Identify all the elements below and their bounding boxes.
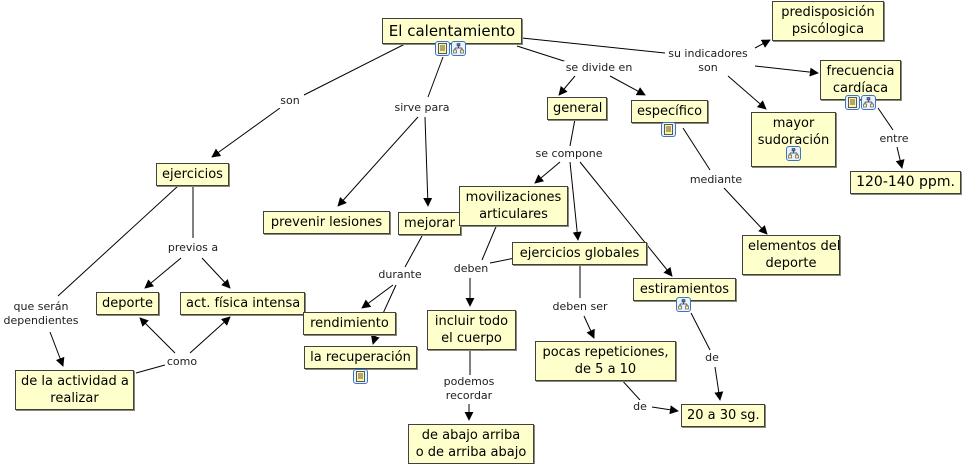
- connector: [303, 43, 406, 96]
- connector: [144, 257, 182, 289]
- connector: [558, 75, 576, 96]
- connector: [619, 377, 641, 401]
- concept-pocas-repeticiones[interactable]: pocas repeticiones, de 5 a 10: [535, 341, 676, 381]
- connector: [489, 257, 516, 264]
- connector: [49, 331, 65, 367]
- connector: [754, 39, 771, 49]
- submap-icon[interactable]: [786, 146, 801, 161]
- concept-deporte[interactable]: deporte: [96, 292, 159, 315]
- connector: [714, 366, 724, 401]
- connector: [723, 187, 768, 235]
- connector: [534, 161, 561, 184]
- root-resources: [435, 41, 466, 56]
- link-mediante[interactable]: mediante: [687, 173, 745, 187]
- concept-de-la-actividad-a-realizar[interactable]: de la actividad a realizar: [15, 370, 134, 410]
- connector: [139, 317, 176, 354]
- connector: [404, 235, 423, 268]
- link-deben[interactable]: deben: [451, 262, 491, 276]
- connector: [516, 45, 571, 64]
- connector: [690, 312, 711, 351]
- connector: [569, 118, 576, 147]
- connector: [201, 257, 231, 289]
- link-previos-a[interactable]: previos a: [165, 241, 221, 255]
- connector: [609, 75, 646, 96]
- connector: [895, 146, 905, 169]
- especifico-resources: [661, 122, 676, 137]
- concept-ejercicios-globales[interactable]: ejercicios globales: [512, 242, 647, 265]
- connector: [337, 116, 419, 207]
- submap-icon[interactable]: [861, 95, 876, 110]
- link-sirve-para[interactable]: sirve para: [392, 101, 452, 115]
- document-icon[interactable]: [845, 95, 860, 110]
- connector: [57, 185, 179, 297]
- frecuencia-resources: [845, 95, 876, 110]
- connector: [579, 161, 673, 277]
- concept-elementos-del-deporte[interactable]: elementos del deporte: [742, 235, 840, 275]
- document-icon[interactable]: [435, 41, 450, 56]
- concept-act-fisica-intensa[interactable]: act. física intensa: [180, 292, 305, 315]
- connector: [135, 364, 166, 374]
- concept-rendimiento[interactable]: rendimiento: [303, 312, 396, 335]
- connector: [569, 161, 582, 241]
- connector: [211, 107, 281, 158]
- concept-estiramientos[interactable]: estiramientos: [633, 278, 736, 301]
- link-se-divide-en[interactable]: se divide en: [563, 61, 635, 75]
- link-podemos-recordar[interactable]: podemos recordar: [441, 375, 497, 403]
- connector: [427, 56, 444, 98]
- link-entre[interactable]: entre: [877, 132, 911, 146]
- sudoracion-resources: [786, 146, 801, 161]
- connector: [521, 37, 666, 54]
- recuperacion-resources: [353, 369, 368, 384]
- link-como[interactable]: como: [164, 355, 200, 369]
- concept-20-a-30-sg[interactable]: 20 a 30 sg.: [681, 404, 765, 427]
- concept-especifico[interactable]: específico: [631, 100, 708, 123]
- link-su-indicadores-son[interactable]: su indicadores son: [666, 47, 750, 75]
- concept-120-140-ppm[interactable]: 120-140 ppm.: [850, 171, 961, 194]
- link-deben-ser[interactable]: deben ser: [550, 300, 610, 314]
- estiramientos-resources: [676, 297, 691, 312]
- connector: [754, 65, 819, 77]
- connector: [651, 405, 679, 415]
- concept-de-abajo-arriba[interactable]: de abajo arriba o de arriba abajo: [408, 424, 534, 464]
- link-durante[interactable]: durante: [376, 268, 424, 282]
- connector: [481, 221, 499, 261]
- concept-incluir-todo-el-cuerpo[interactable]: incluir todo el cuerpo: [427, 310, 516, 350]
- link-de-estiramientos[interactable]: de: [703, 351, 721, 365]
- concept-mejorar[interactable]: mejorar: [398, 212, 461, 235]
- concept-ejercicios[interactable]: ejercicios: [156, 163, 229, 186]
- concept-la-recuperacion[interactable]: la recuperación: [304, 346, 417, 369]
- link-son[interactable]: son: [278, 94, 302, 108]
- connector: [682, 127, 711, 171]
- document-icon[interactable]: [661, 122, 676, 137]
- concept-movilizaciones-articulares[interactable]: movilizaciones articulares: [459, 186, 568, 226]
- connector: [189, 316, 231, 354]
- concept-predisposicion-psicologica[interactable]: predisposición psicólogica: [772, 1, 884, 41]
- document-icon[interactable]: [353, 369, 368, 384]
- concept-general[interactable]: general: [547, 97, 607, 120]
- connector: [361, 284, 394, 309]
- concept-frecuencia-cardiaca[interactable]: frecuencia cardíaca: [820, 60, 901, 100]
- submap-icon[interactable]: [676, 297, 691, 312]
- connector: [877, 107, 894, 131]
- connector: [423, 116, 433, 207]
- connector: [727, 75, 767, 110]
- link-de-pocas[interactable]: de: [631, 400, 649, 414]
- concept-prevenir-lesiones[interactable]: prevenir lesiones: [263, 211, 390, 234]
- connector: [583, 315, 595, 339]
- link-se-compone[interactable]: se compone: [533, 147, 605, 161]
- submap-icon[interactable]: [451, 41, 466, 56]
- link-que-seran-dependientes[interactable]: que serán dependientes: [1, 300, 81, 328]
